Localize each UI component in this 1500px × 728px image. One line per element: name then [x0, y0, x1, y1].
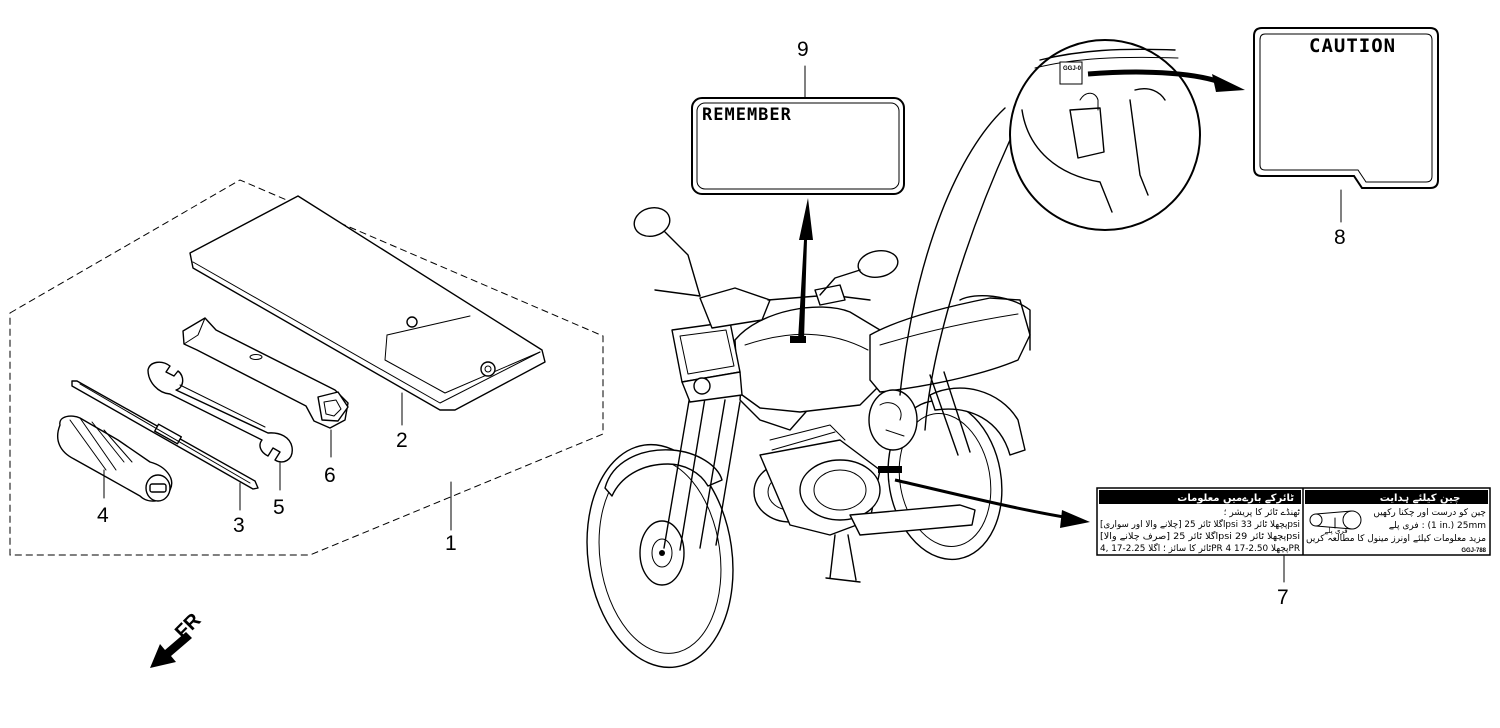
magnified-inset — [1009, 39, 1201, 231]
remember-pointer-arrow — [798, 198, 813, 340]
engine — [753, 424, 881, 536]
caution-label-location — [1059, 61, 1083, 85]
chain-diagram-icon — [1309, 510, 1362, 530]
rear-wheel — [887, 399, 1003, 561]
caution-label — [1253, 27, 1439, 189]
chain-label-code: GGJ-788 — [1461, 548, 1486, 554]
rear-shock — [929, 374, 959, 456]
front-direction-arrow: FR — [150, 609, 206, 668]
motorcycle-illustration — [586, 206, 1031, 669]
screwdriver-handle — [56, 415, 173, 502]
callout-4: 4 — [97, 504, 109, 527]
right-mirror — [819, 250, 899, 296]
tool-kit-boundary — [9, 179, 604, 556]
arrow-icon — [150, 632, 192, 668]
caution-title: CAUTION — [1309, 35, 1396, 57]
center-stand — [825, 534, 861, 583]
tire-label-header: ٹائرکے بارےمیں معلومات — [1177, 493, 1294, 504]
open-end-wrench — [147, 361, 293, 463]
callout-8: 8 — [1334, 226, 1346, 249]
tire-label-line3: [صرف چلانے والا] اگلا ٹائر 25psi پچھلا ٹ… — [1100, 530, 1300, 542]
inset-leader-line — [899, 107, 1006, 396]
tire-label-line1: ٹھنڈے ٹائر کا پریشر ؛ — [1224, 508, 1301, 518]
seat — [869, 297, 1031, 393]
tool-kit-group: 1 2 3 4 5 6 — [9, 179, 604, 556]
chain-label-line3: مزید معلومات کیلئے اونرز مینول کا مطالعہ… — [1306, 534, 1486, 544]
callout-9: 9 — [797, 38, 809, 61]
tire-chain-label: ٹائرکے بارےمیں معلومات ٹھنڈے ٹائر کا پری… — [894, 478, 1491, 609]
socket-wrench — [182, 317, 349, 429]
rear-fender — [929, 387, 1026, 456]
callout-2: 2 — [396, 429, 408, 452]
left-mirror — [633, 206, 701, 297]
chain-free-play-word: فری پلے — [1324, 527, 1347, 535]
callout-3: 3 — [233, 514, 245, 537]
speedometer-housing — [699, 287, 771, 329]
tire-label-header-bar — [1099, 490, 1301, 504]
fuel-tank — [734, 306, 881, 413]
chain-label-header: چین کیلئے ہدایت — [1380, 493, 1461, 504]
remember-title: REMEMBER — [702, 105, 792, 125]
tool-bag — [189, 195, 546, 411]
callout-1: 1 — [445, 532, 457, 555]
side-cover — [868, 389, 918, 451]
caution-detail-group: GGJ-0 CAUTION 8 — [899, 27, 1439, 431]
front-fork — [663, 394, 741, 551]
front-wheel — [586, 443, 734, 669]
exhaust-pipe — [849, 504, 976, 536]
headlight — [671, 321, 743, 403]
front-fender — [604, 449, 723, 497]
inset-tag: GGJ-0 — [1063, 66, 1082, 72]
chain-label-header-bar — [1305, 490, 1488, 504]
chain-label-line1: چین کو درست اور چکنا رکھیں — [1373, 508, 1486, 518]
tire-label-location — [878, 466, 902, 473]
callout-7: 7 — [1277, 586, 1289, 609]
front-label: FR — [171, 609, 206, 644]
chain-label-line2: فری پلے : (1 in.) 25mm — [1389, 521, 1486, 531]
rear-grab-rail — [959, 295, 1031, 351]
remember-label-location — [790, 336, 806, 343]
callout-6: 6 — [324, 464, 336, 487]
remember-label: REMEMBER 9 — [691, 38, 905, 340]
callout-5: 5 — [273, 496, 285, 519]
tire-label-line4: ٹائر کا سائز ؛ اگلا 2.25-17 ,4PR پچھلا 2… — [1100, 542, 1300, 554]
screwdriver-shaft — [71, 380, 259, 490]
tire-label-line2: [چلانے والا اور سواری] اگلا ٹائر 25psi پ… — [1100, 518, 1300, 530]
